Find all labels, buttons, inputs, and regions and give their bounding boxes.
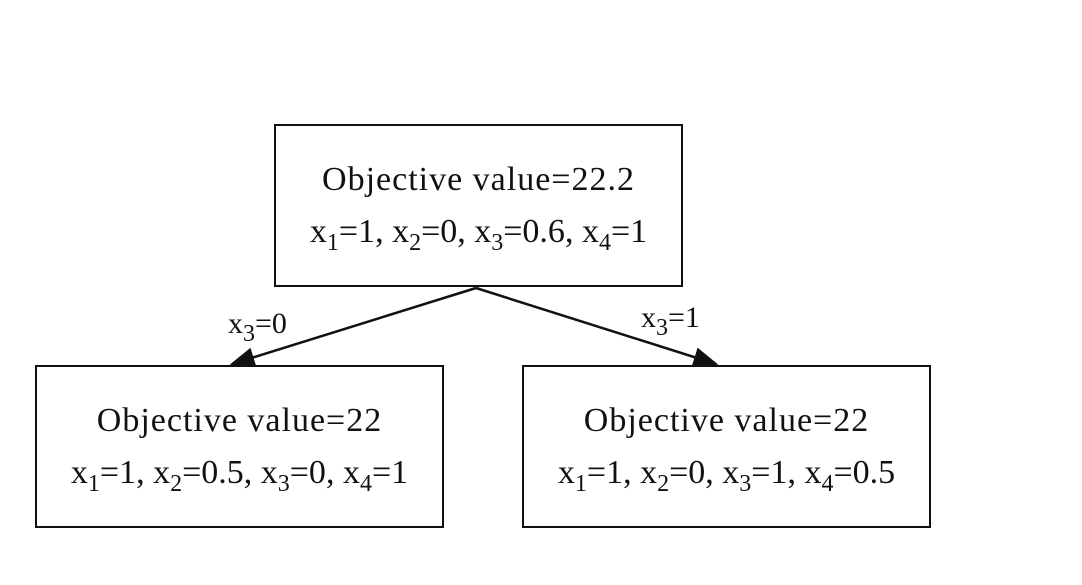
edge-var-value: =1 — [668, 301, 700, 334]
right-child-node: Objective value=22 x1=1, x2=0, x3=1, x4=… — [522, 365, 931, 528]
var-value: =0.6 — [503, 212, 565, 250]
var-separator: , — [243, 453, 261, 491]
left-child-node: Objective value=22 x1=1, x2=0.5, x3=0, x… — [35, 365, 444, 528]
var-value: =0 — [289, 453, 326, 491]
var-subscript: 2 — [657, 470, 670, 497]
left-variables: x1=1, x2=0.5, x3=0, x4=1 — [70, 453, 409, 496]
var-value: =1 — [371, 453, 409, 491]
var-value: =1 — [99, 453, 137, 491]
var-separator: , — [325, 453, 343, 491]
var-subscript: 1 — [574, 470, 587, 497]
var-value: =1 — [610, 212, 648, 250]
edge-left-label: x3=0 — [228, 306, 287, 346]
var-separator: , — [564, 212, 582, 250]
root-objective-label: Objective value=22.2 — [322, 160, 635, 198]
root-variables: x1=1, x2=0, x3=0.6, x4=1 — [309, 212, 648, 255]
var-name: x — [70, 453, 88, 491]
var-subscript: 3 — [739, 470, 752, 497]
right-variables: x1=1, x2=0, x3=1, x4=0.5 — [557, 453, 896, 496]
var-name: x — [557, 453, 575, 491]
edge-var-subscript: 3 — [243, 321, 255, 347]
edge-var-value: =0 — [255, 307, 287, 340]
var-name: x — [392, 212, 410, 250]
var-separator: , — [136, 453, 154, 491]
edge-var-name: x — [228, 307, 243, 340]
var-value: =1 — [338, 212, 376, 250]
var-subscript: 1 — [87, 470, 100, 497]
var-name: x — [309, 212, 327, 250]
edge-right-arrow — [475, 286, 719, 367]
var-separator: , — [705, 453, 723, 491]
var-separator: , — [375, 212, 393, 250]
var-name: x — [474, 212, 492, 250]
var-subscript: 2 — [409, 229, 422, 256]
var-name: x — [153, 453, 171, 491]
var-subscript: 1 — [326, 229, 339, 256]
var-separator: , — [623, 453, 641, 491]
var-separator: , — [787, 453, 805, 491]
var-value: =1 — [751, 453, 788, 491]
right-objective-label: Objective value=22 — [583, 401, 870, 439]
var-value: =0 — [421, 212, 458, 250]
var-name: x — [722, 453, 740, 491]
edge-left-arrow — [229, 286, 477, 367]
var-name: x — [581, 212, 599, 250]
var-name: x — [804, 453, 822, 491]
var-subscript: 2 — [170, 470, 183, 497]
var-value: =0.5 — [182, 453, 244, 491]
var-value: =1 — [586, 453, 624, 491]
var-subscript: 4 — [359, 470, 372, 497]
root-node: Objective value=22.2 x1=1, x2=0, x3=0.6,… — [274, 124, 683, 287]
left-objective-label: Objective value=22 — [96, 401, 383, 439]
edge-var-subscript: 3 — [656, 315, 668, 341]
var-name: x — [640, 453, 658, 491]
var-value: =0.5 — [833, 453, 896, 491]
edge-right-label: x3=1 — [641, 300, 700, 340]
var-subscript: 3 — [277, 470, 290, 497]
var-subscript: 3 — [491, 229, 504, 256]
var-value: =0 — [669, 453, 706, 491]
var-subscript: 4 — [821, 470, 834, 497]
var-name: x — [342, 453, 360, 491]
edge-var-name: x — [641, 301, 656, 334]
var-subscript: 4 — [598, 229, 611, 256]
var-separator: , — [457, 212, 475, 250]
var-name: x — [260, 453, 278, 491]
